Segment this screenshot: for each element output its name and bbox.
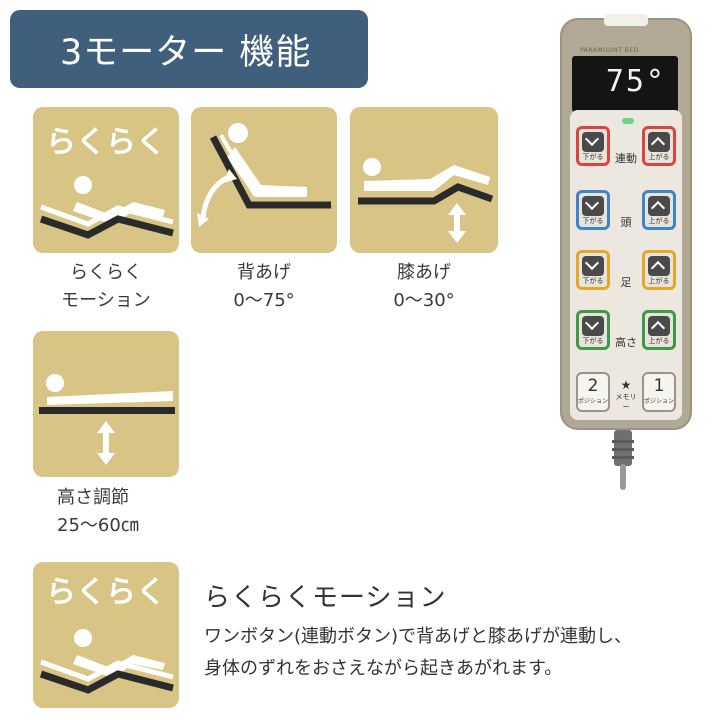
feature-description: ワンボタン(連動ボタン)で背あげと膝あげが連動し、 身体のずれをおさえながら起き… xyxy=(204,621,704,685)
knee-raise-caption-line2: 0～30° xyxy=(393,290,455,311)
back-raise-tile xyxy=(191,107,337,253)
remote-cord xyxy=(620,464,626,490)
feature-badge-text: らくらく xyxy=(46,575,166,610)
remote-brand-label: PARAMOUNT BED xyxy=(580,47,639,54)
position-1-button[interactable]: 1 ポジション xyxy=(642,372,676,412)
foot-up-button[interactable]: 上がる xyxy=(642,250,676,290)
head-up-button[interactable]: 上がる xyxy=(642,190,676,230)
remote-display-value: 75° xyxy=(605,64,666,99)
height-down-button[interactable]: 下がる xyxy=(576,310,610,350)
rakuraku-caption-line2: モーション xyxy=(61,290,151,311)
foot-row-label: 足 xyxy=(620,276,632,289)
linked-up-button[interactable]: 上がる xyxy=(642,126,676,166)
height-adjust-caption-line1: 高さ調節 xyxy=(57,487,129,508)
head-row-label: 頭 xyxy=(620,216,632,229)
cable-ridge xyxy=(612,456,634,459)
status-led xyxy=(622,118,634,124)
knee-raise-illustration xyxy=(358,158,494,243)
back-raise-caption-line2: 0～75° xyxy=(233,290,295,311)
page-title: 3モーター 機能 xyxy=(60,32,312,73)
feature-description-line2: 身体のずれをおさえながら起きあがれます。 xyxy=(204,658,563,679)
feature-title: らくらくモーション xyxy=(204,583,447,613)
height-up-button[interactable]: 上がる xyxy=(642,310,676,350)
knee-raise-caption-line1: 膝あげ xyxy=(397,262,451,283)
back-raise-caption: 背あげ 0～75° xyxy=(191,259,337,315)
remote-controller: PARAMOUNT BED 75° 下がる 連動 上がる 下がる 頭 上がる 下… xyxy=(560,14,692,430)
linked-down-button[interactable]: 下がる xyxy=(576,126,610,166)
height-adjust-tile xyxy=(33,331,179,477)
rakuraku-caption-line1: らくらく xyxy=(70,262,142,283)
remote-display: 75° xyxy=(572,56,678,112)
rakuraku-motion-tile: らくらく xyxy=(33,107,179,253)
position-2-button[interactable]: 2 ポジション xyxy=(576,372,610,412)
height-adjust-illustration xyxy=(39,374,175,465)
height-adjust-caption-line2: 25～60㎝ xyxy=(57,515,139,536)
remote-button-panel: 下がる 連動 上がる 下がる 頭 上がる 下がる 足 上がる 下がる 高さ 上が… xyxy=(570,110,682,420)
height-adjust-caption: 高さ調節 25～60㎝ xyxy=(33,484,179,540)
feature-rakuraku-illustration: らくらく xyxy=(39,575,174,694)
feature-rakuraku-tile: らくらく xyxy=(33,562,179,708)
feature-description-line1: ワンボタン(連動ボタン)で背あげと膝あげが連動し、 xyxy=(204,626,633,647)
rakuraku-motion-illustration: らくらく xyxy=(39,125,174,239)
memory-label: ★ メモリー xyxy=(615,378,637,411)
rakuraku-badge-text: らくらく xyxy=(46,125,166,160)
title-banner: 3モーター 機能 xyxy=(10,10,368,88)
star-icon: ★ xyxy=(620,378,632,392)
cable-ridge xyxy=(612,448,634,451)
knee-raise-caption: 膝あげ 0～30° xyxy=(350,259,498,315)
head-down-button[interactable]: 下がる xyxy=(576,190,610,230)
cable-ridge xyxy=(612,440,634,443)
knee-raise-tile xyxy=(350,107,498,253)
linked-row-label: 連動 xyxy=(615,152,637,165)
back-raise-illustration xyxy=(197,123,331,227)
rakuraku-caption: らくらく モーション xyxy=(33,259,179,315)
back-raise-caption-line1: 背あげ xyxy=(237,262,291,283)
remote-hang-tab xyxy=(604,14,648,26)
height-row-label: 高さ xyxy=(615,336,637,349)
foot-down-button[interactable]: 下がる xyxy=(576,250,610,290)
